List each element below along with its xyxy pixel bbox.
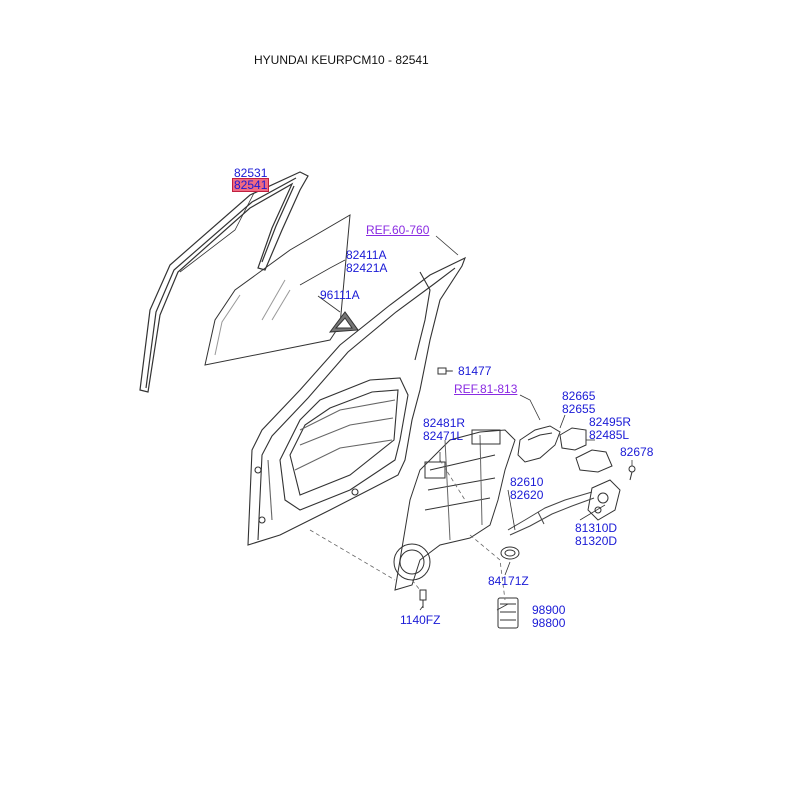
part-label-82531[interactable]: 82531 xyxy=(234,167,267,180)
part-label-96111a[interactable]: 96111A xyxy=(320,289,360,302)
handle-bracket xyxy=(559,427,613,473)
part-number-81320d: 81320D xyxy=(575,534,618,548)
part-label-84171z[interactable]: 84171Z xyxy=(488,575,529,588)
part-label-82665-82655[interactable]: 82665 82655 xyxy=(562,390,595,416)
part-number-82655: 82655 xyxy=(562,402,596,416)
front-door-panel xyxy=(247,256,466,546)
part-number-82531: 82531 xyxy=(234,166,268,180)
part-number-82678: 82678 xyxy=(620,445,654,459)
bolt-1140fz xyxy=(419,589,427,608)
part-label-82495r-82485l[interactable]: 82495R 82485L xyxy=(589,416,631,442)
part-number-82620: 82620 xyxy=(510,488,544,502)
part-number-82411a: 82411A xyxy=(346,248,387,262)
part-label-82481r-82471l[interactable]: 82481R 82471L xyxy=(423,417,465,443)
part-label-98900-98800[interactable]: 98900 98800 xyxy=(532,604,565,630)
part-number-82495r: 82495R xyxy=(589,415,632,429)
ref-label-60-760[interactable]: REF.60-760 xyxy=(366,223,430,237)
part-number-82610: 82610 xyxy=(510,475,544,489)
diagram-title: HYUNDAI KEURPCM10 - 82541 xyxy=(254,53,429,67)
power-window-motor xyxy=(497,597,519,629)
part-number-98900: 98900 xyxy=(532,603,566,617)
part-number-82665: 82665 xyxy=(562,389,596,403)
door-frame-weatherstrip xyxy=(139,171,309,393)
part-number-96111a: 96111A xyxy=(320,288,360,302)
part-number-81477: 81477 xyxy=(458,364,492,378)
part-number-1140fz: 1140FZ xyxy=(400,613,441,627)
assembly-dash-lines xyxy=(309,459,506,601)
part-number-82485l: 82485L xyxy=(589,428,630,442)
part-number-98800: 98800 xyxy=(532,616,566,630)
ref-label-81-813[interactable]: REF.81-813 xyxy=(454,382,518,396)
part-number-82471l: 82471L xyxy=(423,429,464,443)
part-label-82610-82620[interactable]: 82610 82620 xyxy=(510,476,543,502)
part-number-82421a: 82421A xyxy=(346,261,388,275)
part-number-82481r: 82481R xyxy=(423,416,466,430)
part-label-82541-highlighted[interactable]: 82541 xyxy=(232,178,270,192)
part-number-81310d: 81310D xyxy=(575,521,618,535)
window-regulator xyxy=(393,429,516,591)
outside-handle xyxy=(517,425,561,463)
part-label-1140fz[interactable]: 1140FZ xyxy=(400,614,440,627)
part-label-82411a-82421a[interactable]: 82411A 82421A xyxy=(346,249,387,275)
speaker-seal xyxy=(500,546,520,560)
screw-82678 xyxy=(628,465,636,481)
part-number-84171z: 84171Z xyxy=(488,574,529,588)
part-label-82678[interactable]: 82678 xyxy=(620,446,653,459)
glass-channel-clip xyxy=(328,311,359,333)
part-number-82541: 82541 xyxy=(232,178,270,192)
part-label-81310d-81320d[interactable]: 81310D 81320D xyxy=(575,522,617,548)
latch-rods xyxy=(507,491,595,536)
part-label-81477[interactable]: 81477 xyxy=(458,365,491,378)
door-glass xyxy=(204,214,351,366)
leader-lines xyxy=(179,192,633,611)
door-latch xyxy=(587,479,621,521)
